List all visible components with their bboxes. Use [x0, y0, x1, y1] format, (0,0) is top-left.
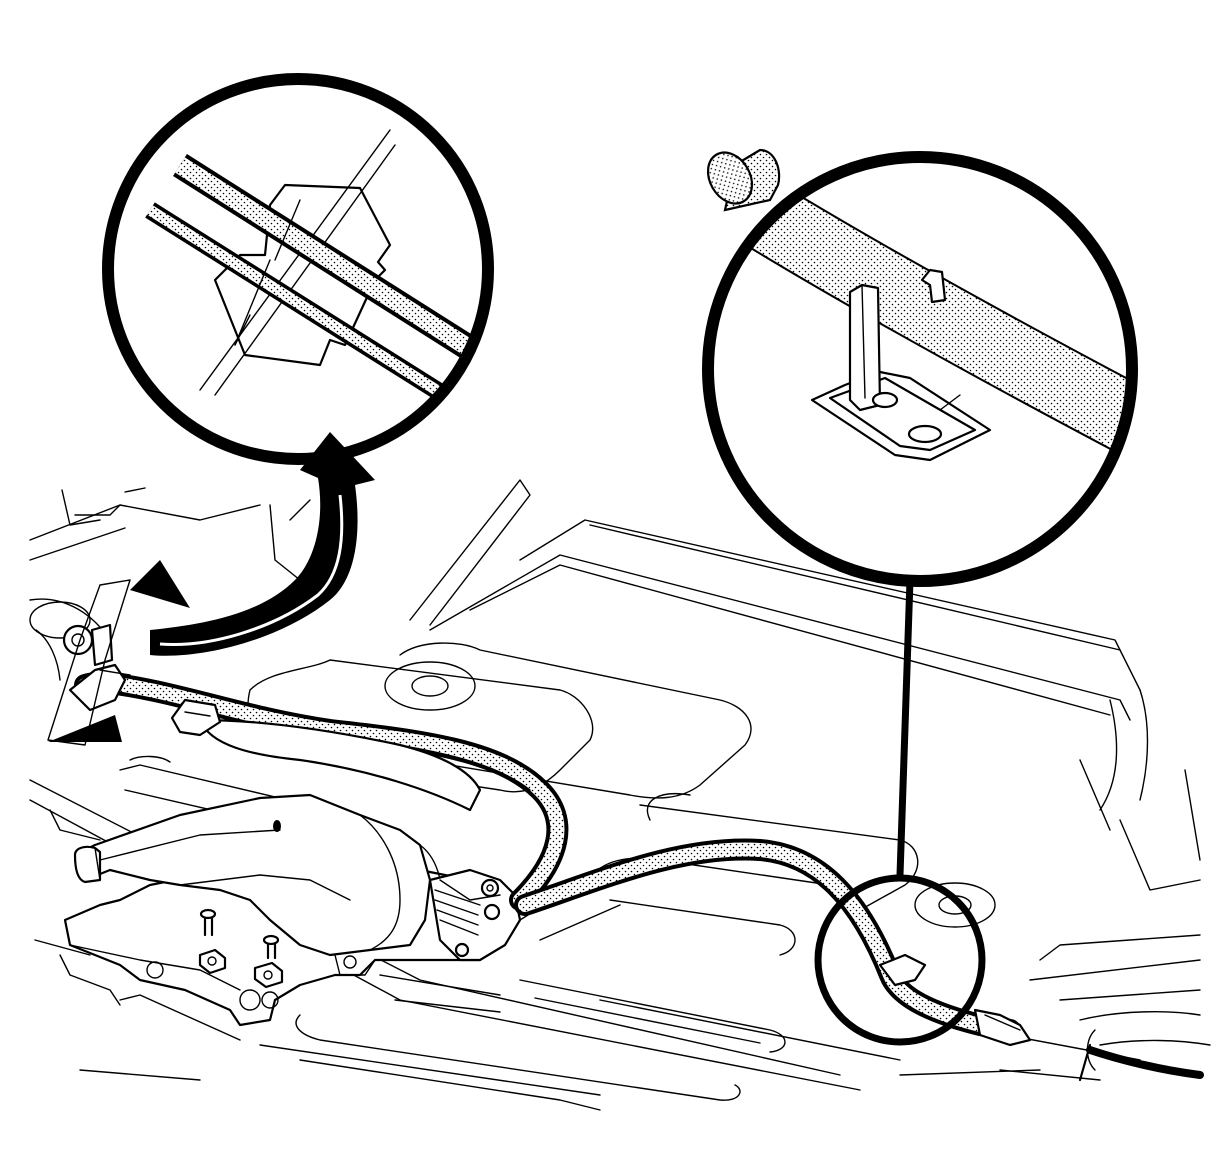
detail-magnifier-circle-left	[102, 73, 494, 465]
cable-end-stub	[706, 148, 781, 212]
leader-line	[814, 576, 986, 1046]
detail-magnifier-circle-right	[702, 151, 1138, 587]
curved-callout-arrow	[150, 432, 375, 656]
parking-brake-lever-assembly	[59, 793, 531, 1041]
triangle-pointer-upper	[130, 560, 190, 608]
triangle-pointer-lower	[48, 715, 122, 742]
floor-pan	[29, 479, 1211, 1111]
left-bracket-panel	[47, 560, 190, 746]
parking-brake-cables	[62, 623, 1204, 1082]
